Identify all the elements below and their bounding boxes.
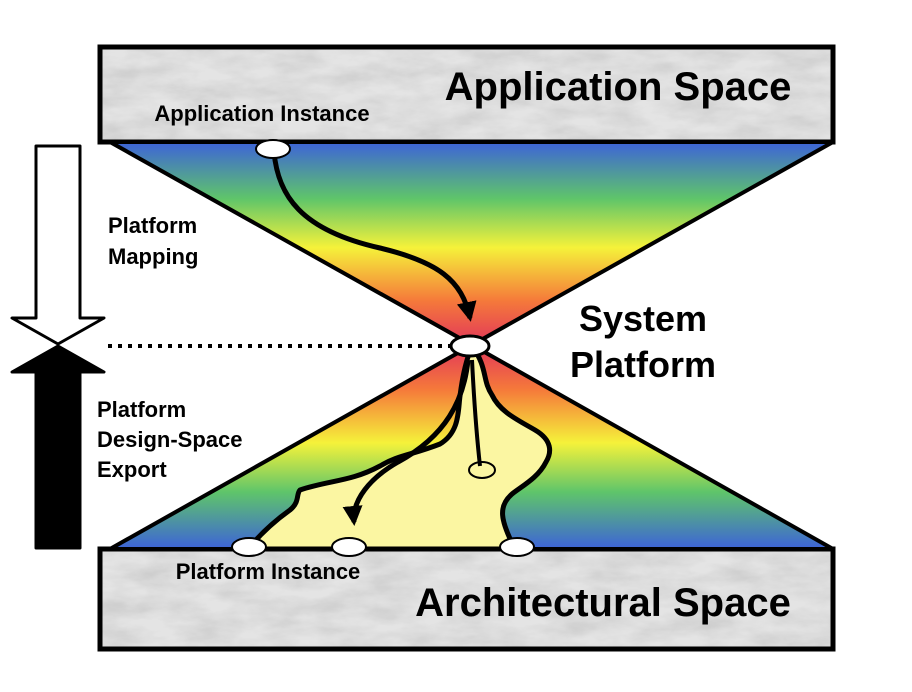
platform-instance-point xyxy=(231,537,267,557)
system-platform-point xyxy=(449,334,491,358)
architectural-space-title: Architectural Space xyxy=(415,581,791,625)
platform-mapping-label-line1: Platform xyxy=(108,213,197,238)
upper-cone xyxy=(108,140,835,347)
platform-instance-label: Platform Instance xyxy=(176,559,361,584)
export-curve-arrow xyxy=(342,359,471,526)
platform-instance-point xyxy=(499,537,535,557)
system-platform-label-line2: Platform xyxy=(570,344,716,385)
system-platform-label-line1: System xyxy=(579,298,707,339)
mapping-curve-arrow xyxy=(271,151,477,322)
platform-mapping-label-line2: Mapping xyxy=(108,244,198,269)
architectural-space-slab xyxy=(97,546,836,652)
design-space-export-label-line1: Platform xyxy=(97,397,186,422)
intermediate-point xyxy=(468,461,496,479)
design-space-export-arrow xyxy=(10,344,106,550)
application-space-title: Application Space xyxy=(445,65,792,109)
platform-mapping-arrow xyxy=(10,144,106,346)
application-instance-point xyxy=(255,139,291,159)
design-space-export-label-line3: Export xyxy=(97,457,167,482)
application-instance-label: Application Instance xyxy=(154,101,369,126)
design-space-export-label-line2: Design-Space xyxy=(97,427,243,452)
platform-instance-point xyxy=(331,537,367,557)
export-secondary-line xyxy=(470,359,482,467)
application-space-slab xyxy=(97,44,836,145)
